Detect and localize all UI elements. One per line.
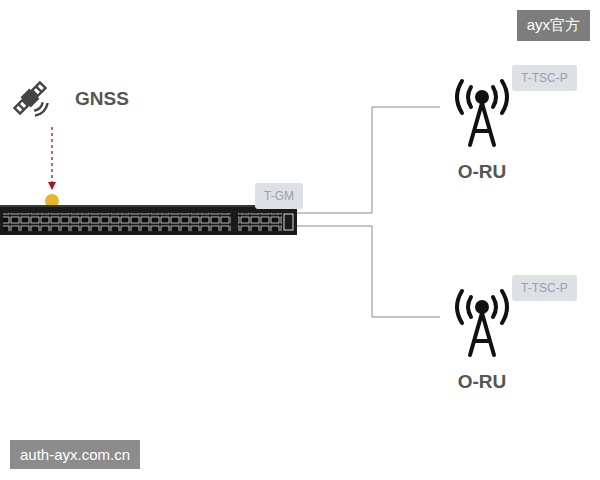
source-label: GNSS xyxy=(75,88,129,110)
connector xyxy=(297,226,440,317)
unit-label: O-RU xyxy=(440,161,524,183)
unit-label: O-RU xyxy=(440,371,524,393)
radio-unit: T-TSC-PO-RU xyxy=(440,75,524,187)
clock-role-tag: T-TSC-P xyxy=(512,275,577,301)
clock-role-tag: T-TSC-P xyxy=(512,65,577,91)
connector xyxy=(51,127,52,189)
watermark: ayx官方 xyxy=(517,10,590,41)
gnss-source: GNSS xyxy=(8,76,158,122)
switch-chassis: T-GM xyxy=(0,205,297,235)
connector xyxy=(297,107,440,213)
satellite-icon xyxy=(8,76,52,120)
radio-unit: T-TSC-PO-RU xyxy=(440,285,524,397)
switch-ports xyxy=(0,207,297,237)
clock-role-tag: T-GM xyxy=(255,183,303,209)
watermark: auth-ayx.com.cn xyxy=(10,440,140,469)
